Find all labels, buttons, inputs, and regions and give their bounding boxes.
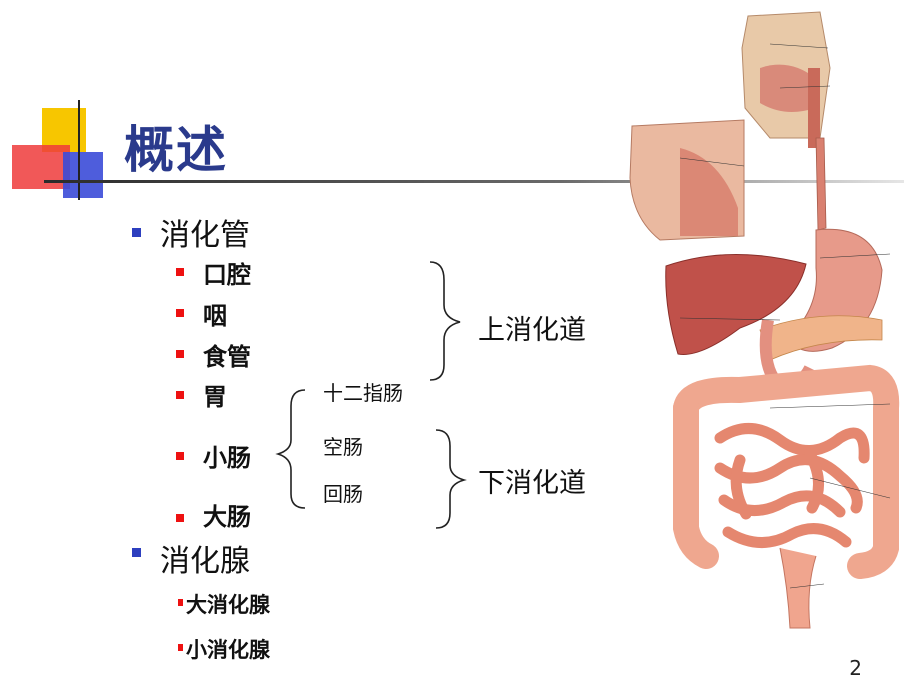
- bullet-level1: [132, 228, 141, 237]
- title-underline: [44, 180, 904, 183]
- outline-item-stomach: 胃: [203, 383, 227, 411]
- bullet-level2: [178, 644, 183, 651]
- brace-small-intestine: [275, 389, 306, 509]
- slide-title: 概述: [124, 121, 228, 179]
- outline-item-large-intestine: 大肠: [203, 503, 251, 531]
- outline-item-esophagus: 食管: [203, 343, 251, 371]
- bullet-level2: [176, 309, 184, 317]
- bullet-level2: [178, 599, 183, 606]
- outline-item-digestive-tract: 消化管: [160, 218, 250, 253]
- label-jejunum: 空肠: [323, 435, 363, 459]
- brace-lower-tract: [435, 429, 467, 529]
- label-duodenum: 十二指肠: [323, 381, 403, 405]
- bullet-level2: [176, 268, 184, 276]
- label-upper-tract: 上消化道: [478, 315, 586, 346]
- logo-square-blue: [63, 152, 103, 198]
- bullet-level2: [176, 452, 184, 460]
- label-lower-tract: 下消化道: [478, 468, 586, 499]
- digestive-system-anatomy-illustration: [629, 11, 900, 629]
- outline-item-mouth: 口腔: [203, 261, 251, 289]
- page-number: 2: [849, 656, 862, 680]
- outline-item-major-glands: 大消化腺: [186, 593, 270, 617]
- outline-item-minor-glands: 小消化腺: [186, 638, 270, 662]
- label-ileum: 回肠: [323, 482, 363, 506]
- outline-item-pharynx: 咽: [203, 302, 227, 330]
- outline-item-digestive-glands: 消化腺: [160, 544, 250, 579]
- bullet-level1: [132, 548, 141, 557]
- brace-upper-tract: [429, 261, 461, 381]
- bullet-level2: [176, 350, 184, 358]
- bullet-level2: [176, 514, 184, 522]
- outline-item-small-intestine: 小肠: [203, 444, 251, 472]
- bullet-level2: [176, 391, 184, 399]
- logo-vertical-line: [78, 100, 80, 200]
